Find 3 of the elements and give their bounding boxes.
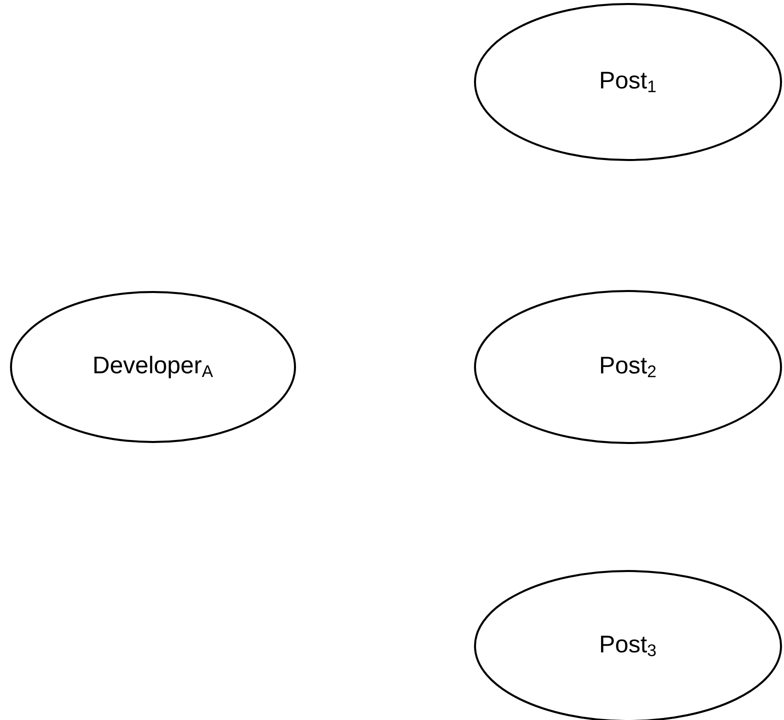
ellipse-node: Post$_{2}$ xyxy=(474,290,782,444)
ellipse-node: Developer$_{A}$ xyxy=(10,291,296,443)
ellipse-node: Post$_{1}$ xyxy=(474,3,782,161)
